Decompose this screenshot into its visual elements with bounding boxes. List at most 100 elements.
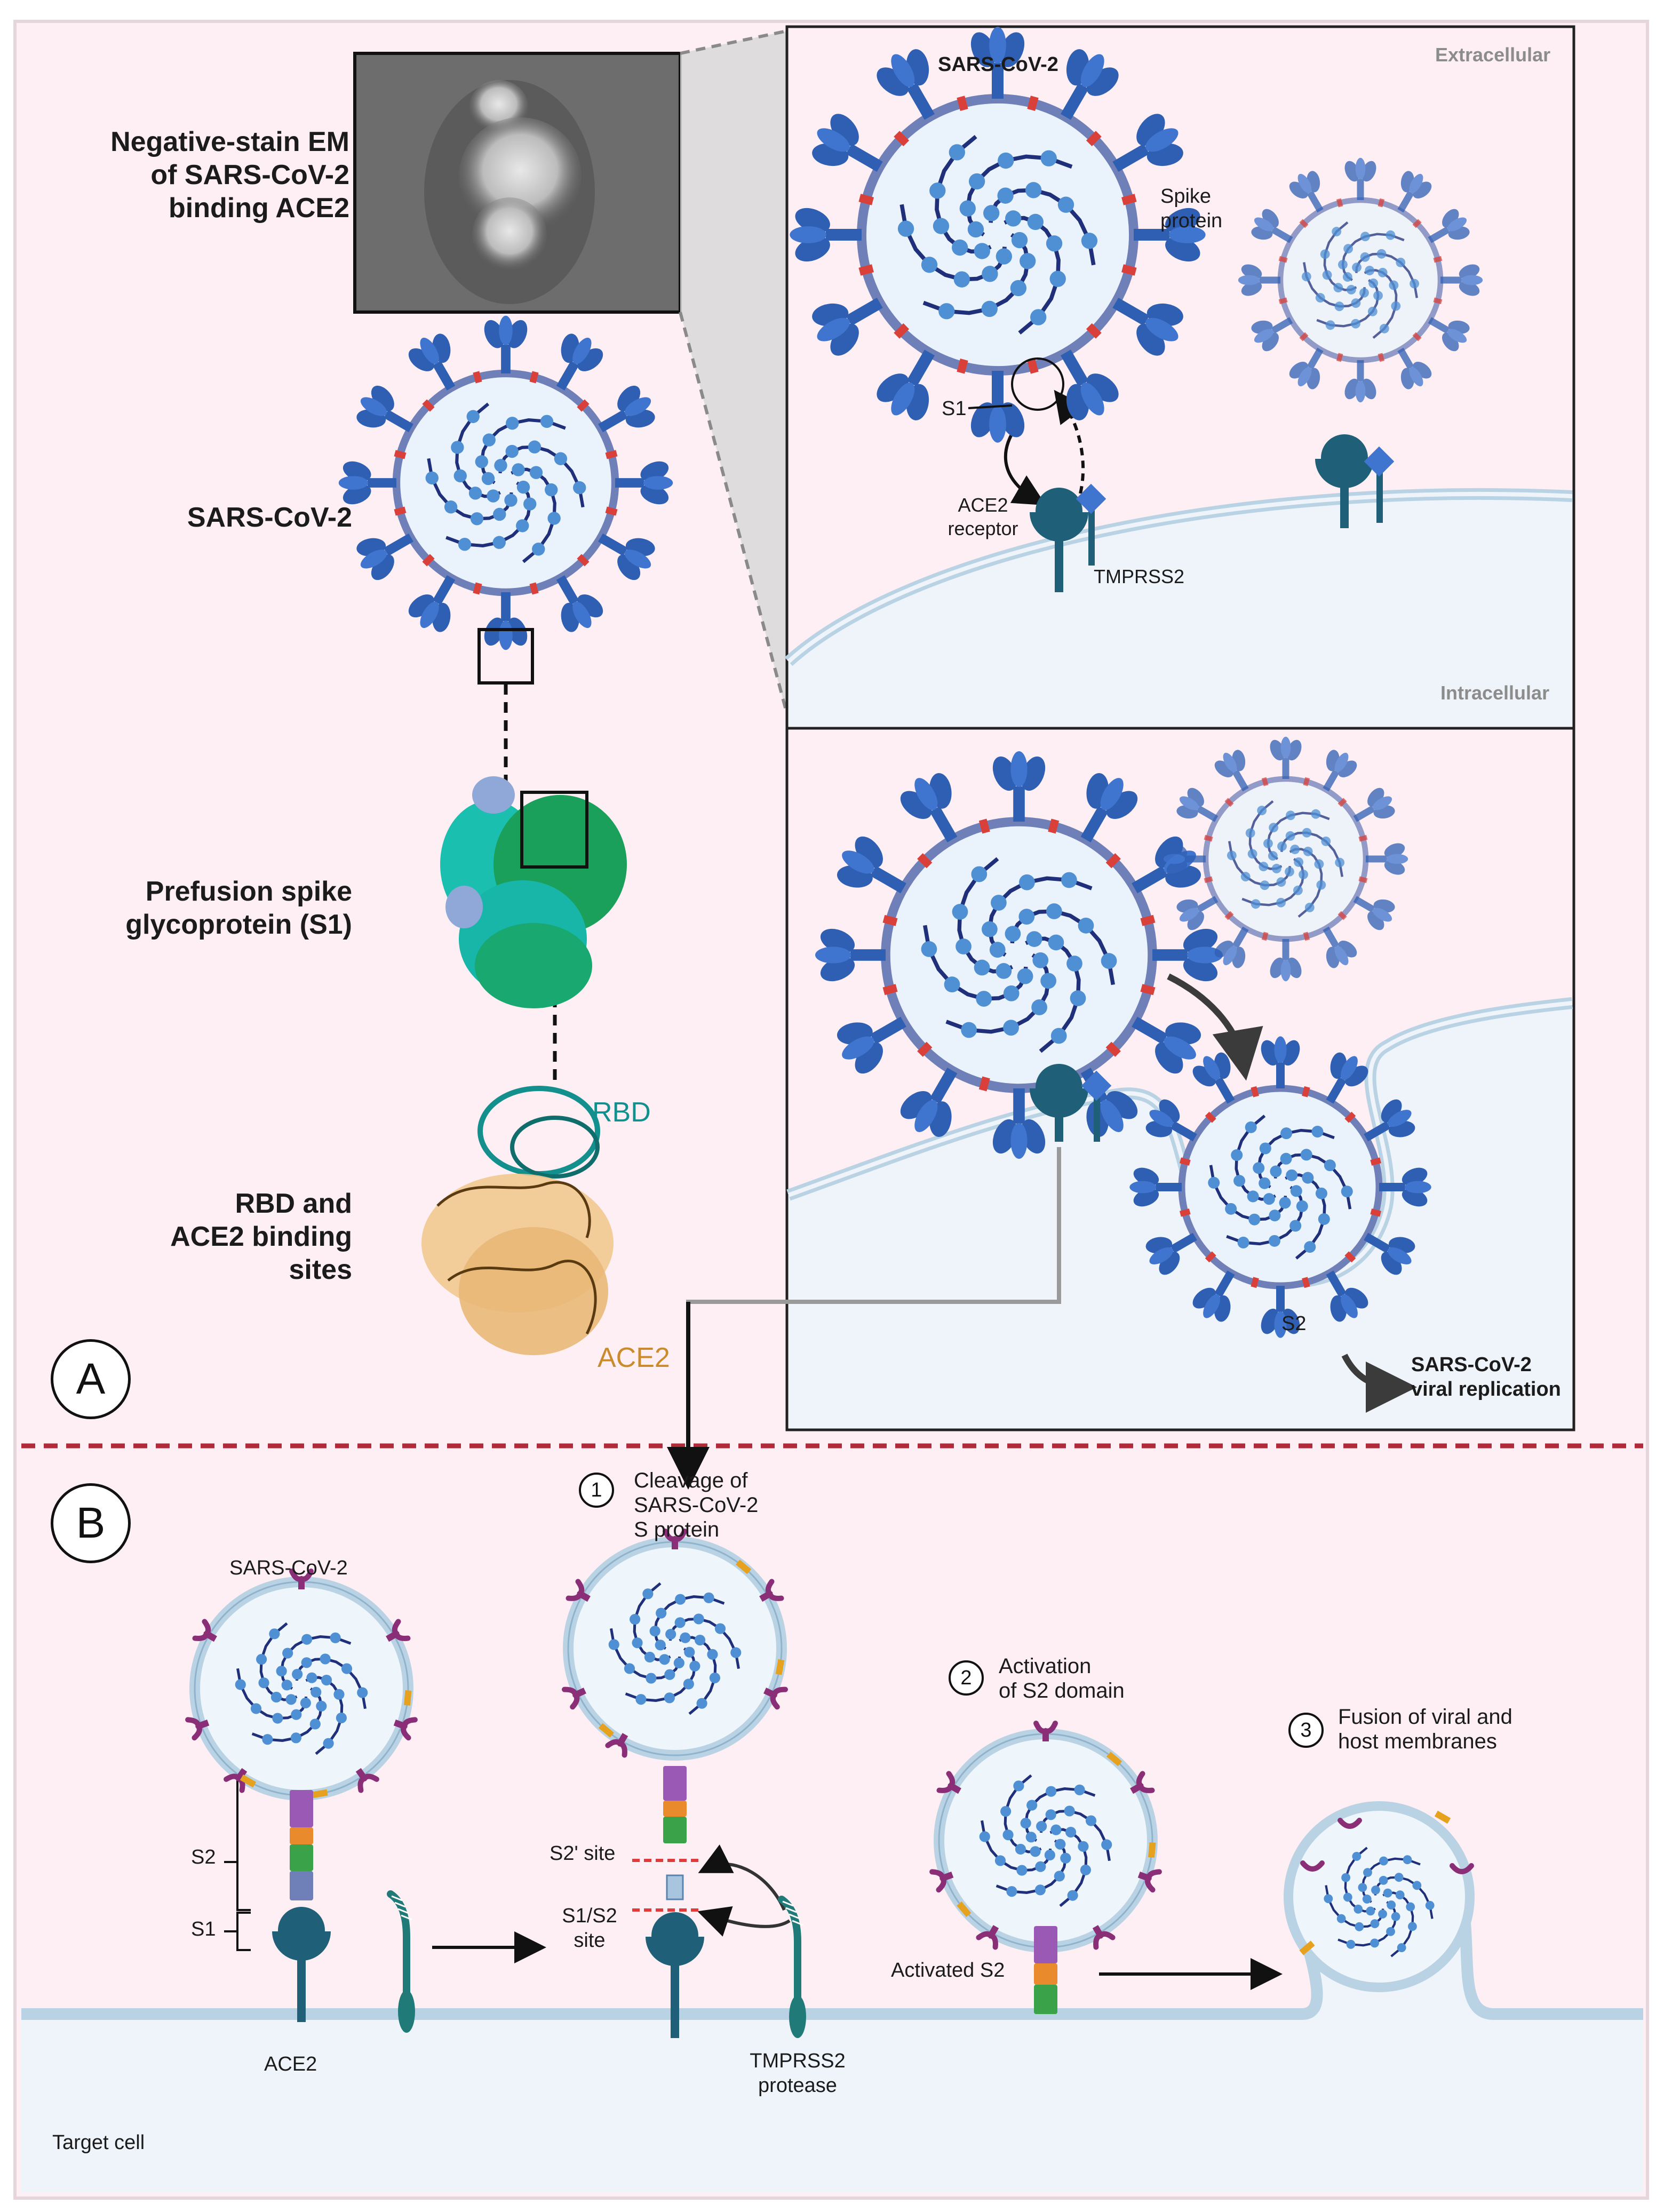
nucleocapsid-bead xyxy=(1314,859,1324,869)
membrane-protein xyxy=(1344,1111,1356,1123)
spike-icon xyxy=(1261,1286,1300,1338)
membrane-protein xyxy=(1140,984,1156,996)
membrane-protein xyxy=(422,399,435,412)
nucleocapsid-bead xyxy=(981,300,998,317)
generated-shapes xyxy=(185,27,1483,2038)
nucleocapsid-bead xyxy=(1027,213,1044,230)
zoom-callout xyxy=(680,31,787,714)
spike-icon xyxy=(1214,926,1249,968)
nucleocapsid-bead xyxy=(1358,1883,1367,1892)
nucleocapsid-bead xyxy=(1268,851,1278,861)
nucleocapsid-bead xyxy=(664,1669,675,1680)
nucleocapsid-bead xyxy=(1016,1865,1028,1876)
membrane-protein xyxy=(1302,1277,1310,1288)
membrane-protein xyxy=(957,359,968,374)
nucleocapsid-bead xyxy=(674,1617,686,1628)
membrane-protein xyxy=(1224,798,1234,807)
nucleocapsid-bead xyxy=(506,417,519,430)
nucleocapsid-bead xyxy=(974,243,990,259)
nucleocapsid-bead xyxy=(1085,1815,1097,1826)
nucleocapsid-bead xyxy=(655,1640,666,1651)
nucleocapsid-bead xyxy=(684,1646,695,1658)
nucleocapsid-bead xyxy=(1343,244,1354,254)
spike-icon xyxy=(1379,1167,1431,1207)
nucleocapsid-bead xyxy=(967,221,984,238)
e-protein-icon xyxy=(1434,1810,1451,1824)
membrane-protein xyxy=(1336,353,1343,362)
membrane-protein xyxy=(1337,798,1347,807)
nucleocapsid-bead xyxy=(494,459,507,472)
nucleocapsid-bead xyxy=(1285,831,1295,841)
nucleocapsid-bead xyxy=(573,481,586,495)
nucleocapsid-bead xyxy=(1279,1197,1291,1209)
membrane-protein xyxy=(1261,777,1269,786)
nucleocapsid-bead xyxy=(1070,990,1086,1006)
membrane-protein xyxy=(1027,359,1039,374)
nucleocapsid-bead xyxy=(1055,1839,1066,1850)
panel-a-letter: A xyxy=(51,1339,131,1419)
nucleocapsid-bead xyxy=(1334,301,1344,312)
nucleocapsid-bead xyxy=(659,1654,670,1665)
spike-icon xyxy=(1060,349,1119,420)
spike-stack-icon xyxy=(663,1766,687,1843)
zoom-box xyxy=(477,628,534,685)
virus-label-a: SARS-CoV-2 xyxy=(187,502,352,533)
nucleocapsid-bead xyxy=(1394,1873,1404,1882)
spike-label: Prefusion spike glycoprotein (S1) xyxy=(125,876,352,940)
sars-cov-2-virion xyxy=(815,751,1223,1159)
nucleocapsid-bead xyxy=(1000,1805,1012,1817)
nucleocapsid-bead xyxy=(1006,1886,1017,1897)
nucleocapsid-bead xyxy=(529,466,543,479)
nucleocapsid-bead xyxy=(1003,985,1020,1001)
membrane-protein xyxy=(1105,1041,1121,1057)
spike-icon xyxy=(837,1016,906,1074)
spike-icon xyxy=(1112,297,1183,356)
tmprss2-icon xyxy=(1081,1070,1112,1101)
nucleocapsid-bead xyxy=(276,1666,287,1677)
nucleocapsid-bead xyxy=(694,1634,706,1646)
s1s2-label: S1/S2 site xyxy=(562,1905,617,1952)
nucleocapsid-bead xyxy=(451,441,464,454)
em-image xyxy=(353,52,682,314)
membrane-protein xyxy=(605,506,618,516)
nucleocapsid-bead xyxy=(646,1673,657,1684)
replication-label: SARS-CoV-2 viral replication xyxy=(1411,1354,1561,1401)
nucleocapsid-bead xyxy=(635,1694,647,1705)
nucleocapsid-bead xyxy=(1048,934,1064,951)
nucleocapsid-bead xyxy=(1341,1185,1353,1198)
membrane-protein xyxy=(1048,818,1060,834)
spike-icon xyxy=(1261,1036,1300,1088)
membrane-protein xyxy=(1086,323,1102,339)
nucleocapsid-bead xyxy=(991,895,1007,911)
nucleocapsid-bead xyxy=(1061,872,1077,888)
ace2-receptor-icon xyxy=(1315,434,1374,528)
nucleocapsid-bead xyxy=(1301,272,1311,282)
e-protein-icon xyxy=(240,1775,257,1788)
spike-icon xyxy=(556,333,603,391)
nucleocapsid-bead xyxy=(649,1626,660,1637)
m-protein-icon xyxy=(192,1619,217,1642)
nucleocapsid-bead xyxy=(1324,1894,1333,1904)
tmprss2-protease-icon xyxy=(778,1896,806,2038)
nucleocapsid-bead xyxy=(492,536,506,549)
nucleocapsid-bead xyxy=(976,991,992,1007)
nucleocapsid-bead xyxy=(1101,953,1117,969)
e-protein-icon xyxy=(598,1723,615,1738)
sars-cov-2-virion xyxy=(1163,736,1408,982)
e-protein-icon xyxy=(1148,1842,1156,1858)
nucleocapsid-bead xyxy=(523,497,537,511)
nucleocapsid-bead xyxy=(1408,1922,1417,1931)
nucleocapsid-bead xyxy=(1359,288,1369,298)
m-protein-icon xyxy=(386,1619,411,1642)
nucleocapsid-bead xyxy=(1365,266,1375,275)
nucleocapsid-bead xyxy=(458,537,472,551)
nucleocapsid-bead xyxy=(1396,257,1406,267)
nucleocapsid-bead xyxy=(1366,1906,1375,1916)
nucleocapsid-bead xyxy=(341,1663,353,1674)
spike-icon xyxy=(1364,1099,1415,1142)
nucleocapsid-bead xyxy=(1020,1818,1031,1829)
spike-icon xyxy=(598,533,655,580)
spike-icon xyxy=(1270,736,1302,779)
nucleocapsid-bead xyxy=(1376,249,1387,259)
